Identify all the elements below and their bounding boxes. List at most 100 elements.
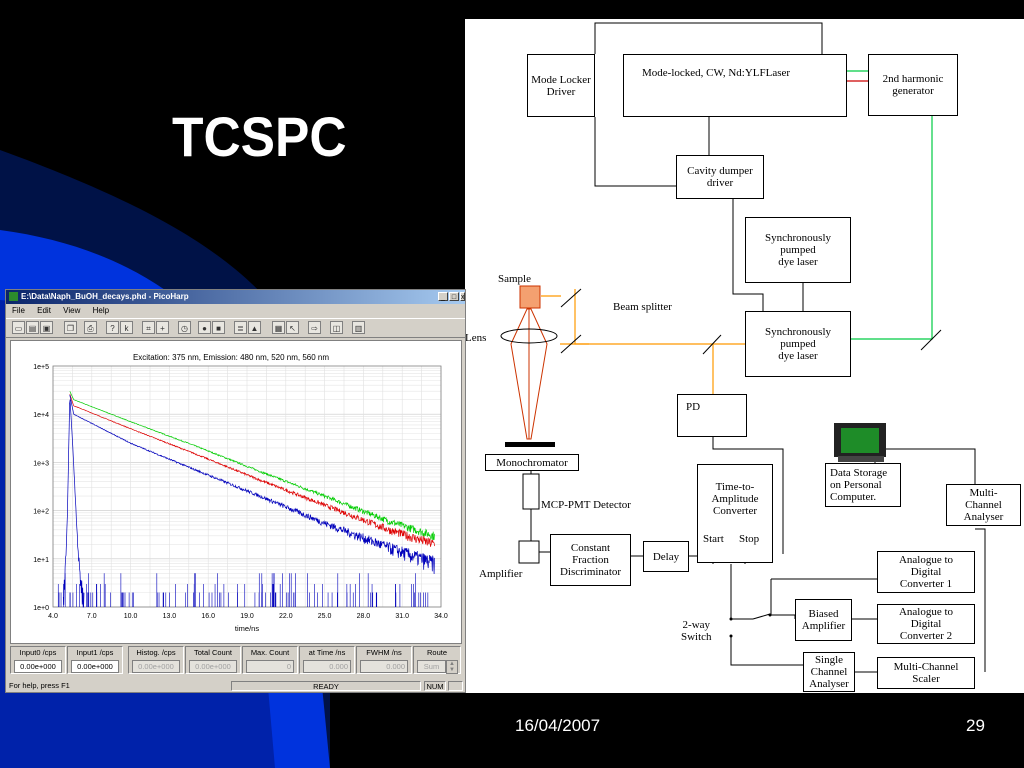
- cfd-box: Constant Fraction Discriminator: [550, 534, 631, 586]
- x-tick-label: 19.0: [240, 613, 254, 620]
- x-tick-label: 16.0: [201, 613, 215, 620]
- y-tick-label: 1e+5: [33, 364, 49, 371]
- window-icon[interactable]: ◫: [330, 321, 343, 334]
- series-line: [69, 393, 435, 547]
- context-help-icon[interactable]: k: [120, 321, 133, 334]
- series-line: [69, 391, 435, 541]
- minimize-button[interactable]: _: [438, 292, 448, 301]
- stat-value: 0.00e+000: [71, 660, 119, 673]
- y-tick-label: 1e+0: [33, 605, 49, 612]
- stat-fwhm: FWHM /ns 0.000: [356, 646, 412, 674]
- menu-view[interactable]: View: [63, 306, 81, 315]
- sca-box: Single Channel Analyser: [803, 652, 855, 692]
- mcs-box: Multi-Channel Scaler: [877, 657, 975, 689]
- cursor-icon[interactable]: ↖: [286, 321, 299, 334]
- x-tick-label: 22.0: [279, 613, 293, 620]
- harmonic-generator: 2nd harmonic generator: [868, 54, 958, 116]
- x-tick-label: 25.0: [318, 613, 332, 620]
- list-icon[interactable]: ≣: [234, 321, 247, 334]
- cavity-dumper-driver: Cavity dumper driver: [676, 155, 764, 199]
- status-num: NUM: [424, 681, 446, 691]
- stat-value: 0.00e+000: [189, 660, 237, 673]
- stat-value: 0.00e+000: [14, 660, 62, 673]
- mca-box: Multi- Channel Analyser: [946, 484, 1021, 526]
- stat-value: 0.00e+000: [132, 660, 180, 673]
- new-icon[interactable]: ▭: [12, 321, 25, 334]
- zoom-icon[interactable]: ⌗: [142, 321, 155, 334]
- sample-label: Sample: [498, 273, 531, 285]
- maximize-button[interactable]: □: [449, 292, 459, 301]
- window-title: E:\Data\Naph_BuOH_decays.phd - PicoHarp: [21, 292, 189, 301]
- amplifier-label: Amplifier: [479, 568, 523, 580]
- route-spinner-icon[interactable]: ▲▼: [446, 660, 458, 674]
- y-tick-label: 1e+1: [33, 557, 49, 564]
- stat-label: Input0 /cps: [19, 648, 57, 657]
- print-icon[interactable]: ⎙: [84, 321, 97, 334]
- y-tick-label: 1e+4: [33, 412, 49, 419]
- stat-label: Route: [426, 648, 447, 657]
- biased-amplifier-box: Biased Amplifier: [795, 599, 852, 641]
- menu-edit[interactable]: Edit: [37, 306, 51, 315]
- route-selector[interactable]: Route Sum ▲▼: [413, 646, 461, 674]
- crosshair-icon[interactable]: +: [156, 321, 169, 334]
- save-icon[interactable]: ▣: [40, 321, 53, 334]
- status-state: READY: [231, 681, 421, 691]
- start-label: Start: [703, 533, 724, 545]
- stat-label: at Time /ns: [308, 648, 346, 657]
- stat-label: FWHM /ns: [366, 648, 402, 657]
- help-icon[interactable]: ?: [106, 321, 119, 334]
- stop-icon[interactable]: ■: [212, 321, 225, 334]
- menu-file[interactable]: File: [12, 306, 25, 315]
- lens-label: Lens: [465, 332, 487, 344]
- x-tick-label: 7.0: [87, 613, 97, 620]
- stat-value: 0: [246, 660, 294, 673]
- open-icon[interactable]: ▤: [26, 321, 39, 334]
- peak-icon[interactable]: ▲: [248, 321, 261, 334]
- stat-value: 0.000: [303, 660, 351, 673]
- plot-area: [52, 365, 442, 608]
- slide-page-number: 29: [966, 716, 985, 735]
- dye-laser-2: Synchronously pumped dye laser: [745, 311, 851, 377]
- y-tick-label: 1e+3: [33, 460, 49, 467]
- picoharp-window: E:\Data\Naph_BuOH_decays.phd - PicoHarp …: [5, 289, 466, 693]
- stat-label: Total Count: [194, 648, 232, 657]
- toolbar: ▭ ▤ ▣ ❐ ⎙ ? k ⌗ + ◷ ● ■ ≣ ▲ ▦ ↖ ⇨ ◫ ▥: [6, 318, 465, 338]
- record-icon[interactable]: ●: [198, 321, 211, 334]
- export-icon[interactable]: ⇨: [308, 321, 321, 334]
- tac-box: Time-to- Amplitude Converter: [697, 464, 773, 563]
- window-titlebar[interactable]: E:\Data\Naph_BuOH_decays.phd - PicoHarp: [6, 290, 465, 304]
- y-tick-label: 1e+2: [33, 509, 49, 516]
- x-tick-label: 34.0: [434, 613, 448, 620]
- beam-splitter-label: Beam splitter: [613, 301, 672, 313]
- mcp-label: MCP-PMT Detector: [541, 499, 631, 511]
- schematic-wiring: [500, 22, 986, 673]
- status-help: For help, press F1: [9, 681, 70, 690]
- x-tick-label: 10.0: [124, 613, 138, 620]
- grid-icon[interactable]: ▦: [272, 321, 285, 334]
- stop-label: Stop: [739, 533, 760, 545]
- stat-total-count: Total Count 0.00e+000: [185, 646, 241, 674]
- tcspc-schematic: Mode Locker Driver Mode-locked, CW, Nd:Y…: [465, 19, 1024, 693]
- clock-icon[interactable]: ◷: [178, 321, 191, 334]
- calculator-icon[interactable]: ▥: [352, 321, 365, 334]
- menu-help[interactable]: Help: [92, 306, 110, 315]
- stat-value: 0.000: [360, 660, 408, 673]
- status-empty: [448, 681, 463, 691]
- route-value[interactable]: Sum: [417, 660, 446, 673]
- copy-icon[interactable]: ❐: [64, 321, 77, 334]
- stat-label: Histog. /cps: [136, 648, 176, 657]
- close-button[interactable]: x: [460, 292, 465, 301]
- slide-date: 16/04/2007: [515, 716, 601, 735]
- delay-box: Delay: [643, 541, 689, 572]
- stat-input1: Input1 /cps 0.00e+000: [67, 646, 123, 674]
- series-line: [62, 399, 85, 608]
- dye-laser-1: Synchronously pumped dye laser: [745, 217, 851, 283]
- stat-histog: Histog. /cps 0.00e+000: [128, 646, 184, 674]
- data-storage-box: Data Storage on Personal Computer.: [825, 463, 901, 507]
- x-tick-label: 31.0: [395, 613, 409, 620]
- stat-label: Input1 /cps: [76, 648, 114, 657]
- x-tick-label: 28.0: [357, 613, 371, 620]
- stat-at-time: at Time /ns 0.000: [299, 646, 355, 674]
- series-line: [69, 394, 435, 575]
